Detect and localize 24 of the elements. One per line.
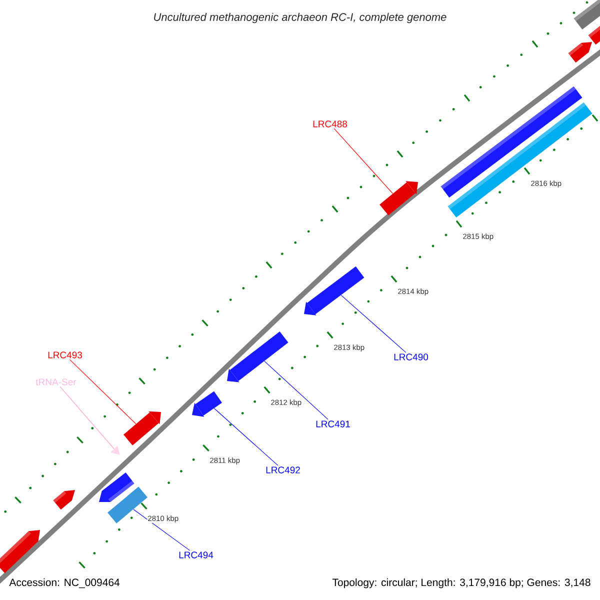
gene-label: LRC494: [179, 552, 214, 558]
gene-label: LRC488: [313, 120, 348, 128]
gene-feature: [192, 391, 222, 417]
leader-line: [340, 294, 406, 353]
gene-label: LRC490: [394, 354, 428, 360]
summary-text: Topology: circular; Length: 3,179,916 bp; Genes: 3,148: [332, 578, 590, 588]
gene-feature: [304, 266, 364, 316]
leader-line: [60, 386, 114, 450]
gene-feature: [227, 331, 288, 382]
gene-feature: [108, 486, 148, 524]
leader-line: [69, 359, 136, 424]
gene-label: tRNA-Ser: [36, 378, 76, 386]
leader-line: [264, 360, 328, 420]
gene-feature: [123, 411, 161, 446]
accession-text: Accession: NC_009464: [9, 578, 120, 588]
gene-label: LRC492: [266, 466, 300, 474]
leader-line: [133, 509, 190, 551]
gene-feature: [380, 181, 418, 216]
leader-line: [334, 128, 393, 194]
gene-label: LRC493: [48, 352, 82, 358]
leader-line: [214, 408, 278, 466]
gene-triangle: [110, 446, 120, 455]
gene-label: LRC491: [316, 420, 350, 428]
title: Uncultured methanogenic archaeon RC-I, complete genome: [154, 12, 446, 24]
